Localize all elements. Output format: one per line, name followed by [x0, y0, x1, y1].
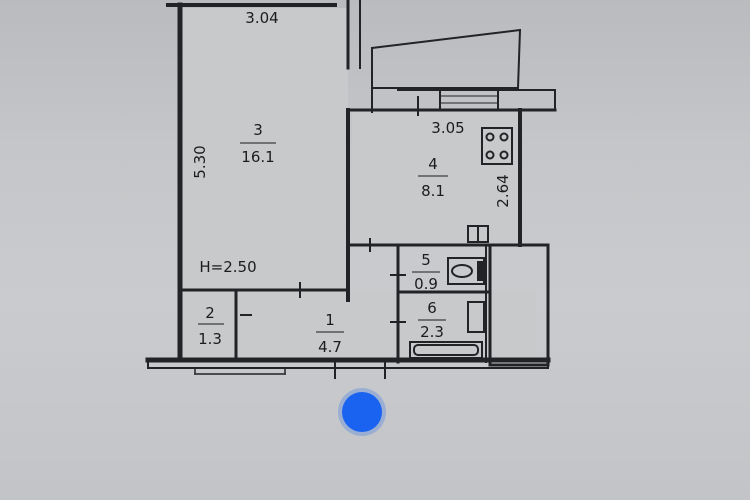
room-3-area: 16.1 — [241, 148, 274, 166]
room-4-area: 8.1 — [421, 182, 445, 200]
room-6-number: 6 — [427, 299, 437, 317]
room-3-number: 3 — [253, 121, 263, 139]
stove-icon — [481, 127, 513, 165]
room-4-number: 4 — [428, 155, 438, 173]
dimension-kitchen-width: 3.05 — [431, 119, 464, 137]
toilet-icon — [447, 257, 485, 285]
dimension-labels: 3.04 5.30 3.05 2.64 H=2.50 — [191, 9, 512, 276]
room-labels: 3 16.1 4 8.1 2 1.3 1 4.7 5 0.9 6 2.3 — [198, 121, 448, 356]
bathtub-icon — [409, 301, 485, 359]
dimension-kitchen-height: 2.64 — [494, 174, 512, 207]
kitchen-sink-icon — [467, 225, 489, 243]
dimension-top-width: 3.04 — [245, 9, 278, 27]
door-ticks — [240, 30, 419, 323]
room-5-area: 0.9 — [414, 275, 438, 293]
room-2-area: 1.3 — [198, 330, 222, 348]
room-6-area: 2.3 — [420, 323, 444, 341]
room-2-number: 2 — [205, 304, 215, 322]
location-marker[interactable] — [338, 388, 386, 436]
dimension-left-height: 5.30 — [191, 145, 209, 178]
ceiling-height-label: H=2.50 — [199, 258, 256, 276]
room-5-number: 5 — [421, 251, 431, 269]
room-1-area: 4.7 — [318, 338, 342, 356]
room-1-number: 1 — [325, 311, 335, 329]
